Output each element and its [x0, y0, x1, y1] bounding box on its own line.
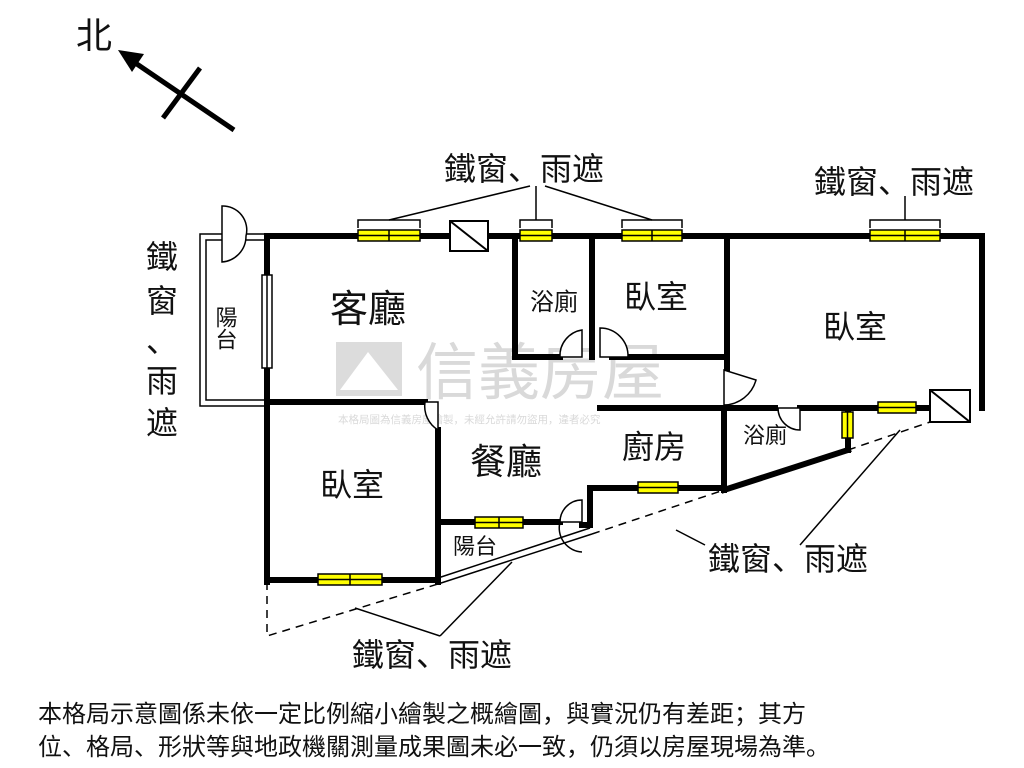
annotation-west-char-1: 鐵 — [146, 238, 178, 276]
label-bathroom-south: 浴廁 — [743, 424, 787, 449]
doors — [221, 205, 801, 553]
compass: 北 — [76, 16, 236, 133]
door-balcony-south-arc — [558, 521, 583, 553]
bath-south-diagonal — [720, 446, 852, 494]
sliding-door-west — [261, 274, 273, 369]
annotation-west-char-5: 遮 — [146, 404, 178, 442]
dining-south-step — [579, 485, 593, 528]
label-bedroom-master: 臥室 — [823, 308, 887, 346]
annotation-south-windows: 鐵窗、雨遮 — [352, 636, 512, 674]
ac-units — [449, 220, 971, 423]
awning-outlines — [266, 421, 931, 638]
door-bedroom-south — [423, 401, 439, 432]
south-balcony-rail — [437, 527, 593, 585]
label-bedroom-south: 臥室 — [320, 466, 384, 504]
door-bath-north — [559, 329, 583, 358]
annotation-southeast-windows: 鐵窗、雨遮 — [708, 540, 868, 578]
windows — [317, 229, 941, 586]
annotation-west-char-3: 、 — [146, 322, 178, 360]
label-kitchen: 廚房 — [622, 428, 686, 466]
compass-cross-bar — [160, 66, 203, 120]
disclaimer-note: 本格局示意圖係未依一定比例縮小繪製之概繪圖，與實況仍有差距；其方 位、格局、形狀… — [38, 698, 998, 764]
annotation-north-windows: 鐵窗、雨遮 — [444, 150, 604, 188]
door-balcony-west — [221, 205, 248, 263]
label-dining-room: 餐廳 — [470, 442, 542, 483]
annotation-leaders — [354, 185, 941, 637]
annotation-northeast-windows: 鐵窗、雨遮 — [814, 163, 974, 201]
bath-north-west-wall — [512, 233, 563, 360]
label-living-room: 客廳 — [330, 287, 406, 331]
north-arrow-icon — [118, 50, 144, 72]
label-balcony-south: 陽台 — [453, 535, 497, 560]
watermark-logo-icon — [340, 352, 398, 390]
door-balcony-south — [559, 499, 583, 523]
annotation-labels: 鐵窗、雨遮 鐵窗、雨遮 鐵 窗 、 雨 遮 鐵窗、雨遮 鐵窗、雨遮 — [146, 150, 974, 674]
label-bathroom-north: 浴廁 — [530, 288, 578, 316]
label-balcony-west: 陽台 — [212, 306, 237, 350]
label-bedroom-north: 臥室 — [624, 278, 688, 316]
room-labels: 客廳 陽台 浴廁 臥室 臥室 臥室 餐廳 廚房 浴廁 陽台 — [212, 278, 888, 560]
door-bedroom-north — [599, 327, 629, 358]
watermark-notice: 本格局圖為信義房屋繪製，未經允許請勿盜用，違者必究 — [338, 413, 601, 426]
disclaimer-line-1: 本格局示意圖係未依一定比例縮小繪製之概繪圖，與實況仍有差距；其方 — [38, 700, 806, 728]
compass-north-label: 北 — [76, 16, 112, 57]
annotation-west-char-4: 雨 — [146, 362, 178, 400]
annotation-west-char-2: 窗 — [146, 282, 178, 320]
door-master — [723, 368, 757, 406]
disclaimer-line-2: 位、格局、形狀等與地政機關測量成果圖未必一致，仍須以房屋現場為準。 — [38, 733, 830, 761]
door-bath-south — [777, 407, 801, 431]
